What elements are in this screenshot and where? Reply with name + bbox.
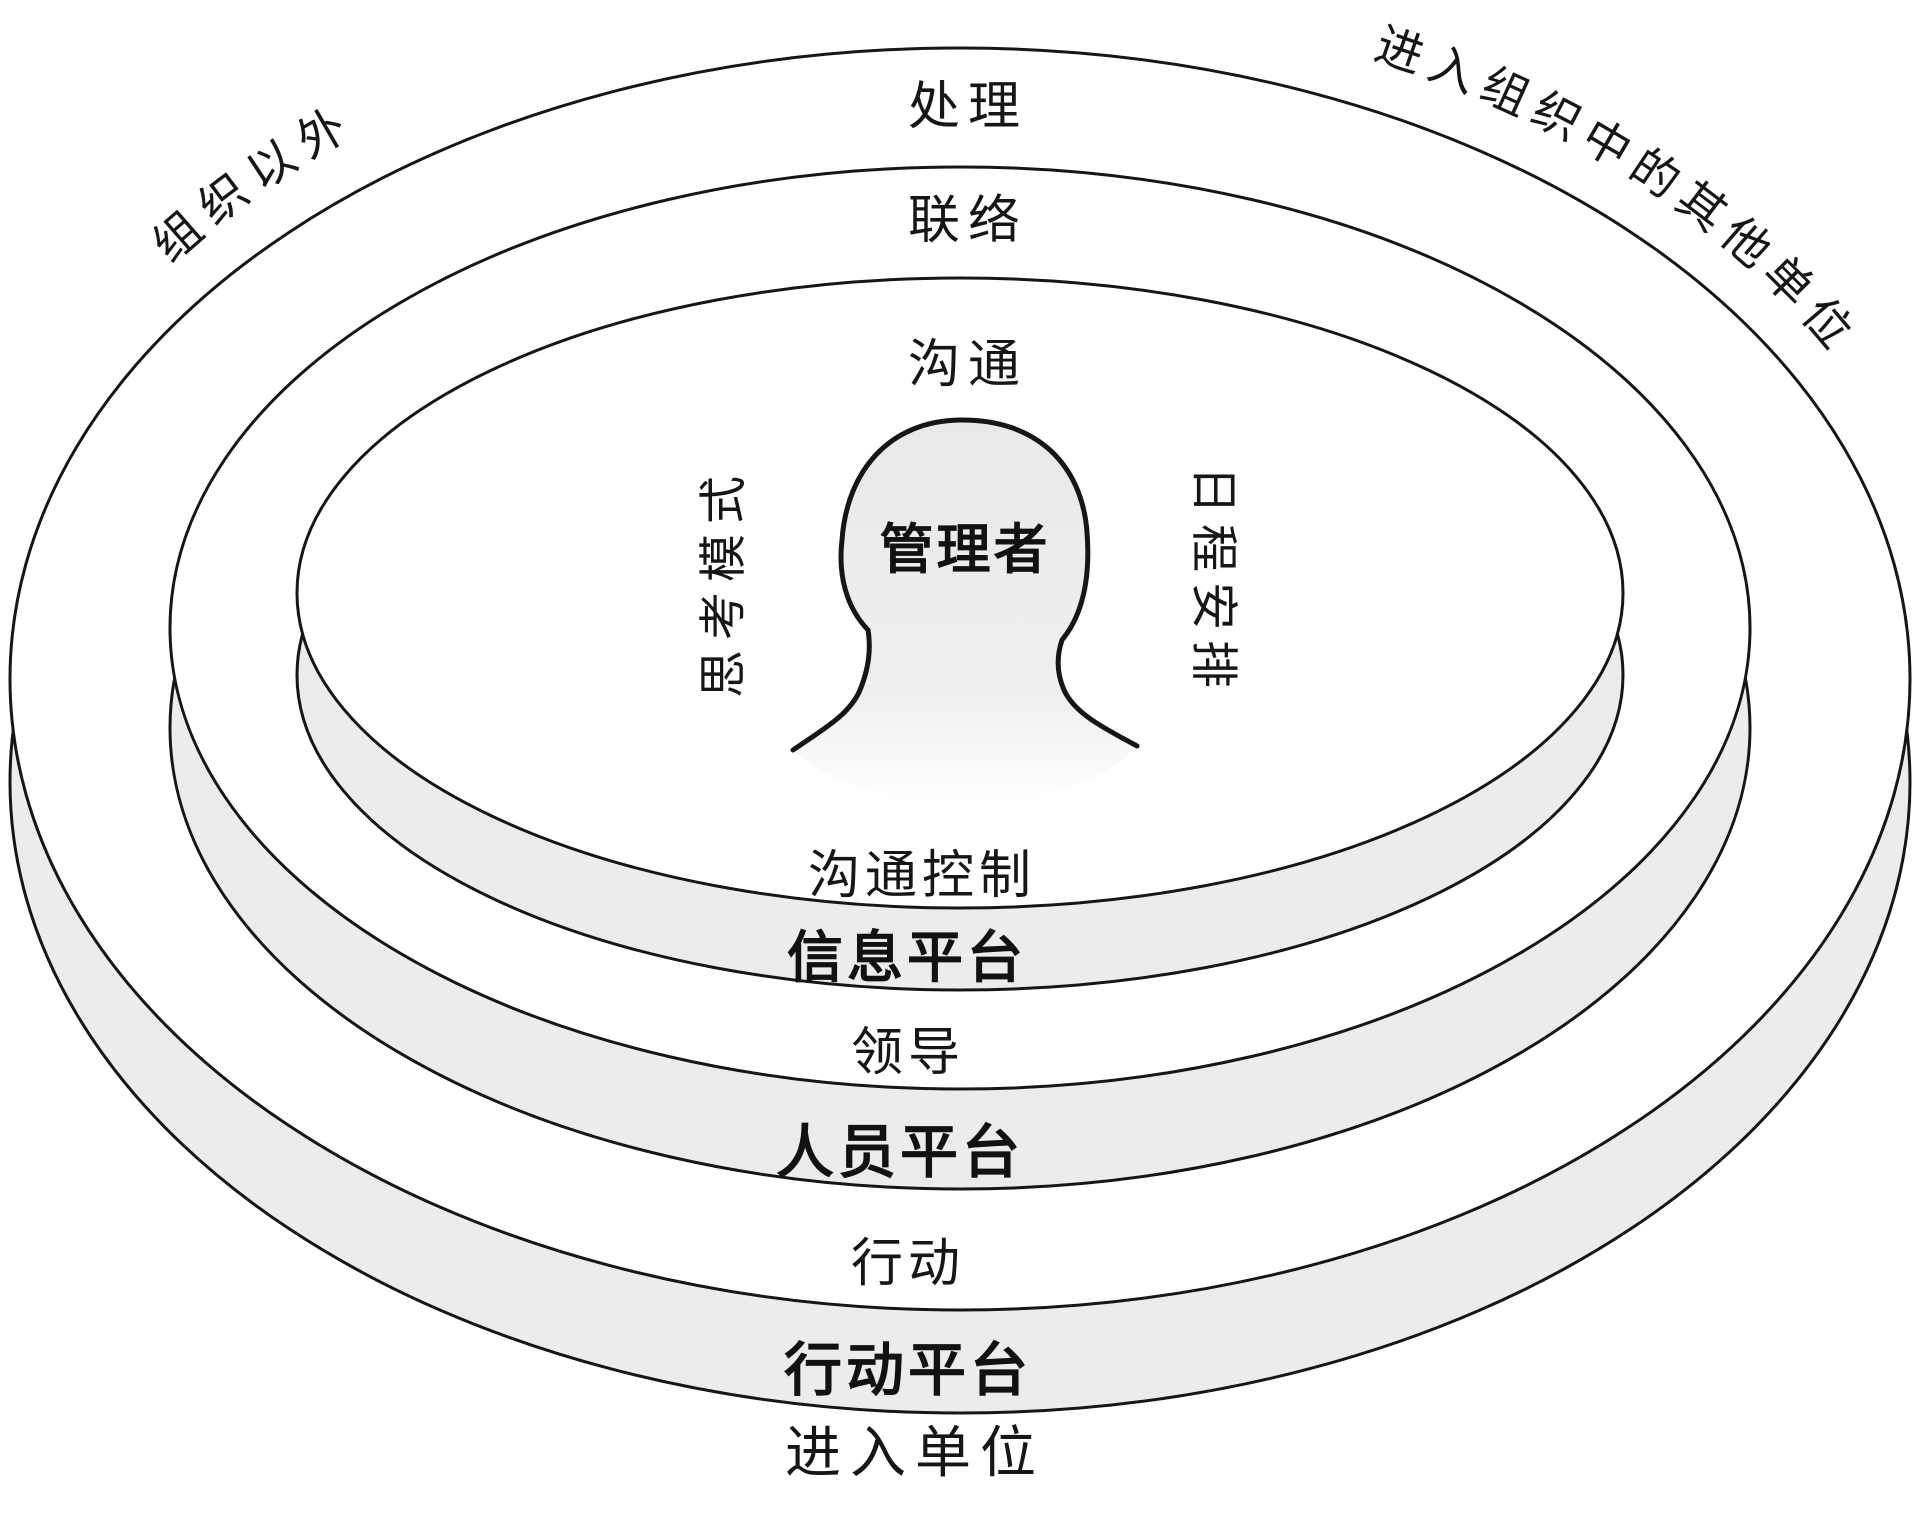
information-plane-band-label: 信息平台 <box>787 926 1027 989</box>
thinking-mode-rotated-label: 思考模式 <box>698 466 751 698</box>
manager-label: 管理者 <box>880 520 1051 580</box>
manager-silhouette-body <box>793 419 1137 804</box>
middle-plane-bottom-word: 领导 <box>851 1025 965 1082</box>
action-plane-band-label: 行动平台 <box>784 1338 1032 1403</box>
manager-silhouette-outline <box>790 417 1140 753</box>
manager-silhouette <box>790 417 1140 804</box>
enter-unit-label: 进入单位 <box>785 1423 1045 1485</box>
people-plane-band-label: 人员平台 <box>776 1120 1024 1185</box>
outer-plane-bottom-word: 行动 <box>851 1236 965 1293</box>
middle-plane-top-word: 联络 <box>908 193 1028 250</box>
inner-plane-top-word: 沟通 <box>908 337 1028 394</box>
outer-plane-top-word: 处理 <box>908 79 1028 136</box>
schedule-rotated-label: 日程安排 <box>1187 466 1240 698</box>
inner-plane-bottom-word: 沟通控制 <box>808 848 1036 905</box>
